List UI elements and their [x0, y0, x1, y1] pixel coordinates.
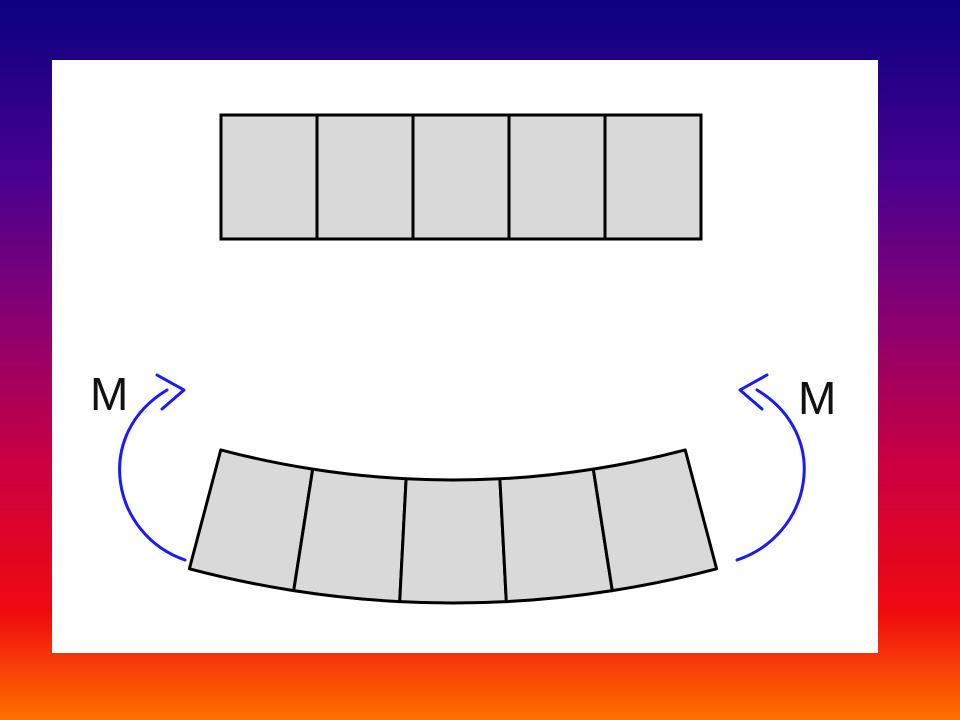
bent-segment-3 — [398, 477, 508, 605]
straight-segment-2 — [315, 113, 415, 241]
diagram-panel: M M — [52, 60, 878, 653]
bent-segment-1 — [187, 448, 315, 593]
right-moment-arc — [735, 388, 806, 562]
beam-bending-diagram: M M — [90, 113, 836, 605]
moment-label-left: M — [90, 368, 128, 420]
right-moment-arrow — [735, 373, 806, 562]
straight-segment-4 — [507, 113, 607, 241]
straight-segment-5 — [603, 113, 703, 241]
left-moment-arc — [118, 388, 187, 562]
bent-beam — [187, 448, 719, 605]
moment-label-right: M — [798, 372, 836, 424]
bent-segment-2 — [292, 467, 408, 604]
straight-segment-3 — [411, 113, 511, 241]
left-moment-arrow — [118, 373, 187, 562]
right-arrowhead — [738, 373, 769, 411]
straight-beam — [219, 113, 703, 241]
left-arrowhead — [155, 373, 186, 411]
bent-segment-5 — [591, 448, 719, 593]
straight-segment-1 — [219, 113, 319, 241]
